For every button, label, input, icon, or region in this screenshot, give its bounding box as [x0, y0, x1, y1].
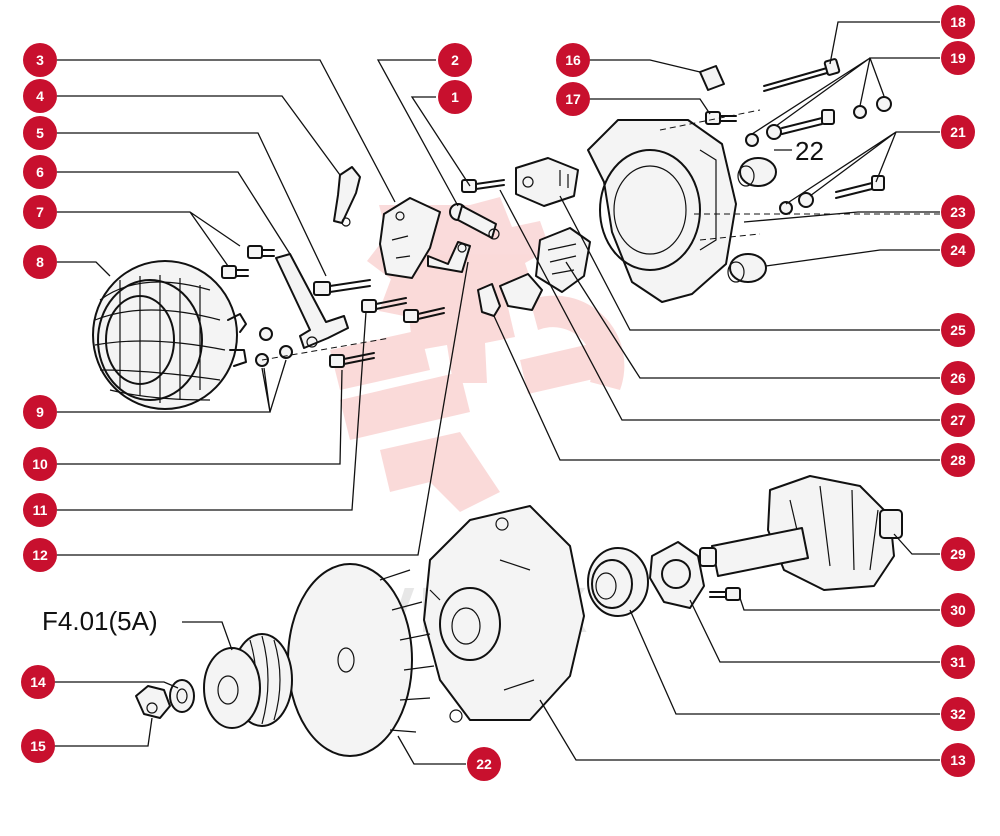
pulley-code-label: F4.01(5A) — [42, 606, 158, 636]
svg-text:2: 2 — [451, 52, 459, 68]
svg-text:27: 27 — [950, 412, 966, 428]
svg-text:9: 9 — [36, 404, 44, 420]
link-plate-2-part — [449, 203, 500, 240]
svg-text:6: 6 — [36, 164, 44, 180]
svg-text:3: 3 — [36, 52, 44, 68]
svg-text:10: 10 — [32, 456, 48, 472]
svg-text:21: 21 — [950, 124, 966, 140]
svg-text:25: 25 — [950, 322, 966, 338]
plug-16-part — [699, 65, 725, 91]
svg-text:28: 28 — [950, 452, 966, 468]
bolt-10-part — [329, 352, 375, 368]
rotor-29-part — [699, 475, 903, 591]
callout-21: 21 — [941, 115, 975, 149]
callout-12: 12 — [23, 538, 57, 572]
callout-22: 22 — [467, 747, 501, 781]
ref-label-22: 22 — [795, 136, 824, 166]
nuts-9-part — [255, 327, 293, 367]
nut-15-part — [135, 685, 171, 719]
front-housing-13-part — [423, 505, 585, 723]
hook-bracket-12-part — [427, 241, 471, 273]
callout-32: 32 — [941, 697, 975, 731]
regulator-26-part — [515, 157, 579, 207]
bearing-plate-31-part — [649, 541, 705, 609]
callout-25: 25 — [941, 313, 975, 347]
screw-30-part — [709, 587, 741, 601]
regulator-bracket-3-part — [379, 197, 441, 279]
callout-23: 23 — [941, 195, 975, 229]
svg-text:4: 4 — [36, 88, 44, 104]
callout-3: 3 — [23, 43, 57, 77]
svg-text:14: 14 — [30, 674, 46, 690]
callout-26: 26 — [941, 361, 975, 395]
callout-19: 19 — [941, 41, 975, 75]
assembly-axes — [261, 109, 940, 361]
callout-30: 30 — [941, 593, 975, 627]
svg-text:7: 7 — [36, 204, 44, 220]
bolt-7-part — [221, 245, 275, 279]
callout-17: 17 — [556, 82, 590, 116]
svg-text:18: 18 — [950, 14, 966, 30]
terminal-28-part — [477, 283, 501, 317]
callout-10: 10 — [23, 447, 57, 481]
callout-11: 11 — [23, 493, 57, 527]
callout-9: 9 — [23, 395, 57, 429]
callout-16: 16 — [556, 43, 590, 77]
callout-13: 13 — [941, 743, 975, 777]
svg-text:22: 22 — [476, 756, 492, 772]
svg-text:24: 24 — [950, 242, 966, 258]
callout-27: 27 — [941, 403, 975, 437]
svg-text:17: 17 — [565, 91, 581, 107]
fasteners-21-part — [779, 175, 885, 215]
svg-text:30: 30 — [950, 602, 966, 618]
bush-24-part — [727, 253, 767, 283]
svg-text:11: 11 — [33, 502, 48, 518]
callout-1: 1 — [438, 80, 472, 114]
svg-text:8: 8 — [36, 254, 44, 270]
svg-text:23: 23 — [950, 204, 966, 220]
svg-text:12: 12 — [32, 547, 48, 563]
callout-28: 28 — [941, 443, 975, 477]
leader-lines — [38, 21, 940, 765]
fasteners-19-part — [745, 96, 892, 147]
through-bolt-18-part — [763, 58, 841, 92]
washer-14-part — [169, 679, 195, 713]
svg-text:29: 29 — [950, 546, 966, 562]
svg-text:5: 5 — [36, 125, 44, 141]
callout-18: 18 — [941, 5, 975, 39]
svg-text:1: 1 — [451, 89, 459, 105]
callout-2: 2 — [438, 43, 472, 77]
screw-1-part — [461, 179, 505, 193]
callout-5: 5 — [23, 116, 57, 150]
callout-8: 8 — [23, 245, 57, 279]
terminal-bracket-6-part — [275, 253, 349, 349]
callout-6: 6 — [23, 155, 57, 189]
callout-4: 4 — [23, 79, 57, 113]
svg-text:16: 16 — [565, 52, 581, 68]
callout-29: 29 — [941, 537, 975, 571]
stator-part — [92, 260, 247, 410]
svg-text:19: 19 — [950, 50, 966, 66]
svg-text:26: 26 — [950, 370, 966, 386]
svg-text:15: 15 — [30, 738, 46, 754]
bolt-5-part — [313, 279, 371, 296]
callout-14: 14 — [21, 665, 55, 699]
callout-15: 15 — [21, 729, 55, 763]
clip-4-part — [333, 166, 361, 227]
callout-24: 24 — [941, 233, 975, 267]
svg-text:13: 13 — [950, 752, 966, 768]
rear-housing-23-part — [587, 119, 737, 303]
bolt-11-part — [361, 297, 445, 323]
pulley-part — [203, 633, 293, 729]
bearing-32-part — [587, 547, 649, 617]
brush-holder-25-part — [499, 227, 591, 311]
svg-text:32: 32 — [950, 706, 966, 722]
bushing-part — [737, 157, 777, 187]
callout-31: 31 — [941, 645, 975, 679]
svg-text:31: 31 — [950, 654, 966, 670]
callout-7: 7 — [23, 195, 57, 229]
